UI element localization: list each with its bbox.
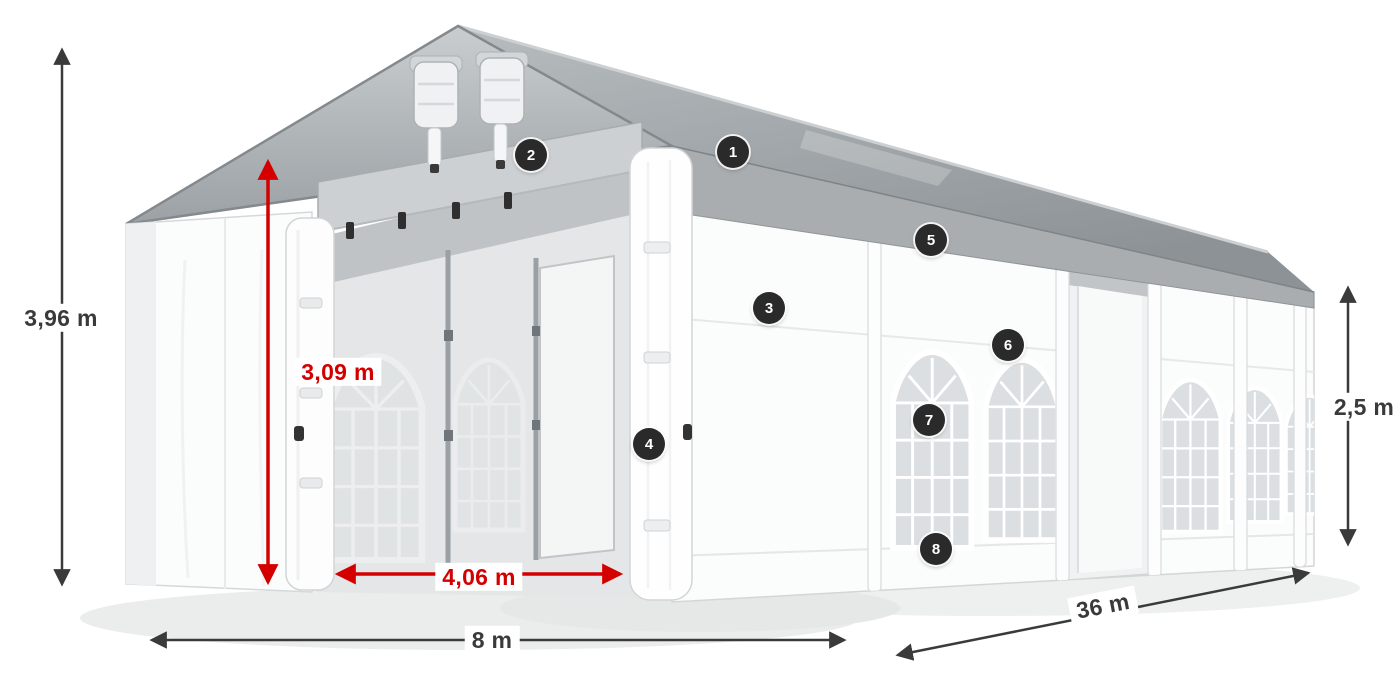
side-door-opening [1067, 269, 1151, 581]
callout-2[interactable]: 2 [515, 139, 547, 171]
callout-1[interactable]: 1 [717, 136, 749, 168]
callout-6[interactable]: 6 [992, 329, 1024, 361]
callout-7[interactable]: 7 [913, 404, 945, 436]
tent-entrance-interior [316, 121, 644, 598]
dimension-label-entrance-height: 3,09 m [294, 357, 382, 387]
tent-front-left-wall [125, 211, 313, 593]
callout-4[interactable]: 4 [633, 428, 665, 460]
roof-vents [409, 51, 529, 173]
tarp-buckles [346, 192, 512, 239]
callout-5[interactable]: 5 [915, 224, 947, 256]
callout-3[interactable]: 3 [753, 292, 785, 324]
dimension-label-total-height: 3,96 m [17, 303, 105, 333]
dimension-label-side-height: 2,5 m [1326, 392, 1400, 422]
callout-8[interactable]: 8 [920, 533, 952, 565]
tent-side-wall [671, 145, 1315, 603]
dimension-label-front-width: 8 m [464, 625, 520, 655]
dimension-label-entrance-width: 4,06 m [435, 562, 523, 592]
tent-roof [457, 24, 1315, 293]
rolled-door-left [285, 217, 335, 591]
rolled-door-right [629, 147, 693, 601]
